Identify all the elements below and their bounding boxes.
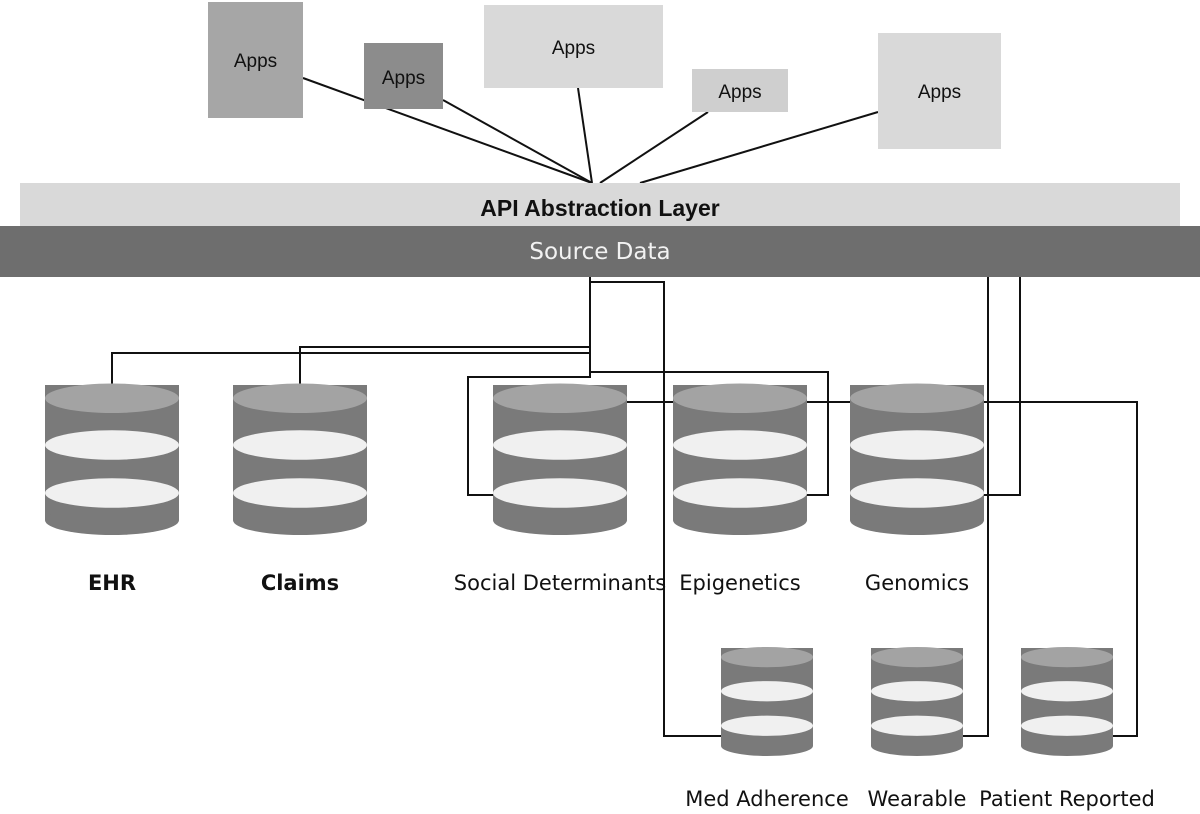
app-box-rect <box>364 43 443 109</box>
database-base <box>871 735 963 756</box>
database-base <box>1021 735 1113 756</box>
connector-line <box>577 87 593 184</box>
connector-line <box>590 281 722 737</box>
database-cylinder: Wearable <box>868 646 967 811</box>
connector-line <box>984 277 1021 496</box>
app-box-label: Apps <box>382 68 425 89</box>
connector-line <box>299 346 590 385</box>
database-band <box>850 430 984 460</box>
database-cylinder: EHR <box>45 383 179 595</box>
source-data-bar <box>0 226 1200 277</box>
database-band <box>233 478 367 508</box>
database-label: Patient Reported <box>979 787 1155 811</box>
database-base <box>721 735 813 756</box>
database-top <box>721 646 813 668</box>
connector-line <box>442 99 593 184</box>
database-label: Social Determinants <box>454 571 666 595</box>
connector-line <box>111 277 591 385</box>
app-box-rect <box>484 5 663 88</box>
database-cylinder: Patient Reported <box>979 646 1155 811</box>
database-cylinder: Epigenetics <box>673 383 807 595</box>
database-top <box>871 646 963 668</box>
database-label: EHR <box>88 571 136 595</box>
app-box: Apps <box>484 5 663 88</box>
database-label: Med Adherence <box>685 787 848 811</box>
connector-line <box>984 401 1138 737</box>
app-box-label: Apps <box>918 82 961 103</box>
database-cylinder: Genomics <box>850 383 984 595</box>
database-top <box>1021 646 1113 668</box>
database-cylinder: Med Adherence <box>685 646 849 811</box>
app-box-rect <box>878 33 1001 149</box>
database-band <box>45 478 179 508</box>
database-band <box>45 430 179 460</box>
database-top <box>493 383 627 414</box>
app-box: Apps <box>208 2 303 118</box>
database-band <box>493 430 627 460</box>
connector-line <box>467 277 591 496</box>
connector-line <box>302 77 593 184</box>
database-label: Wearable <box>868 787 967 811</box>
database-top <box>850 383 984 414</box>
app-box: Apps <box>692 69 788 112</box>
database-band <box>673 430 807 460</box>
database-top <box>673 383 807 414</box>
app-box: Apps <box>364 43 443 109</box>
database-band <box>1021 715 1113 736</box>
database-band <box>673 478 807 508</box>
app-box: Apps <box>878 33 1001 149</box>
app-box-rect <box>208 2 303 118</box>
database-base <box>673 505 807 535</box>
database-band <box>721 681 813 702</box>
database-base <box>850 505 984 535</box>
database-top <box>45 383 179 414</box>
database-cylinder: Claims <box>233 383 367 595</box>
databases-group: EHR Claims Social Determinants Epigenetics G… <box>45 383 1155 811</box>
connector-line <box>963 277 989 737</box>
app-box-label: Apps <box>552 38 595 59</box>
database-band <box>871 681 963 702</box>
app-box-label: Apps <box>234 51 277 72</box>
database-label: Epigenetics <box>679 571 800 595</box>
connector-line <box>590 371 829 496</box>
database-band <box>871 715 963 736</box>
database-label: Genomics <box>865 571 969 595</box>
database-base <box>233 505 367 535</box>
database-band <box>850 478 984 508</box>
database-band <box>233 430 367 460</box>
connector-line <box>599 111 709 184</box>
database-label: Claims <box>261 571 339 595</box>
database-base <box>45 505 179 535</box>
source-data-label: Source Data <box>529 239 670 265</box>
app-box-rect <box>692 69 788 112</box>
app-box-label: Apps <box>718 82 761 103</box>
connector-lines <box>111 77 1138 737</box>
connector-line <box>639 111 879 184</box>
database-cylinder: Social Determinants <box>454 383 666 595</box>
api-abstraction-layer <box>20 183 1180 227</box>
database-band <box>493 478 627 508</box>
database-base <box>493 505 627 535</box>
database-top <box>233 383 367 414</box>
api-abstraction-layer-label: API Abstraction Layer <box>480 195 719 221</box>
database-band <box>1021 681 1113 702</box>
database-band <box>721 715 813 736</box>
